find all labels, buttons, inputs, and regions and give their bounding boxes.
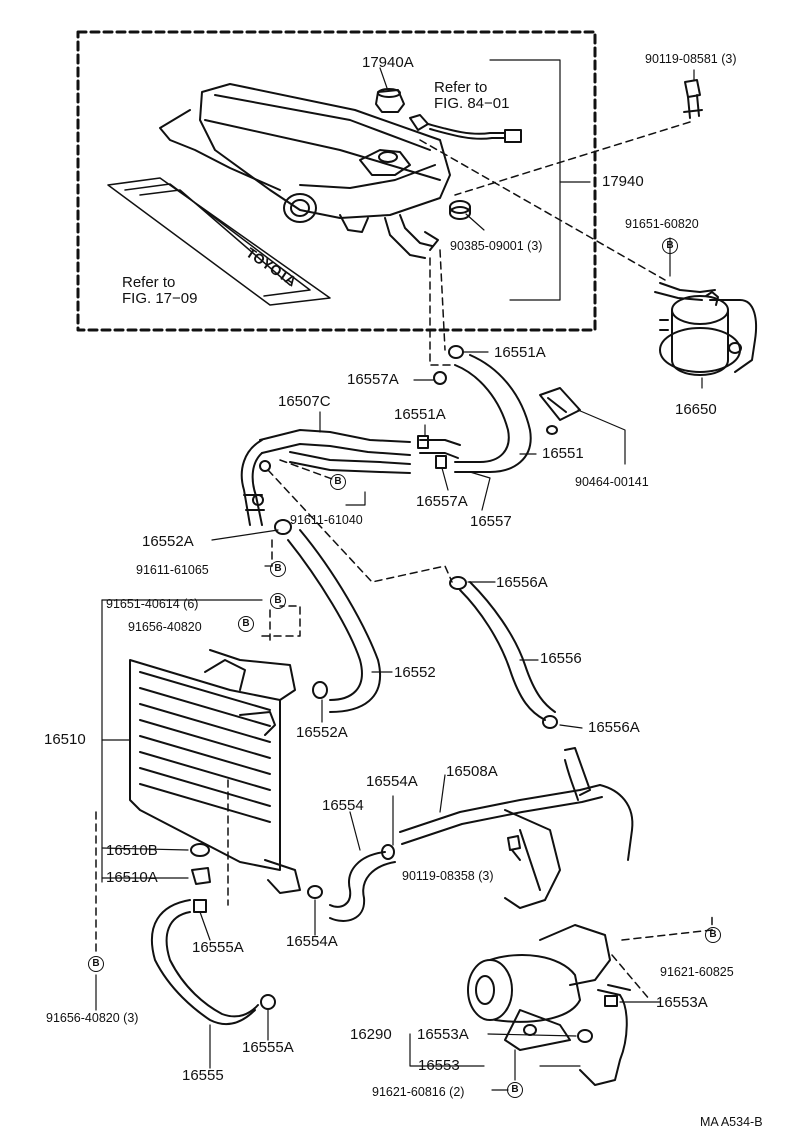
label-16557: 16557 [470, 513, 512, 530]
pipe-16508A [399, 747, 634, 909]
hose-16556 [459, 581, 556, 721]
clip-16551A-top [448, 345, 464, 359]
clip-16557A-top [433, 371, 447, 385]
label-16556A-bot: 16556A [588, 719, 640, 736]
marker-b-91656-40820: B [238, 616, 254, 632]
clip-16554A-top [381, 844, 395, 860]
label-16552A-bot: 16552A [296, 724, 348, 741]
clip-16552A-bot [312, 681, 328, 699]
label-16552A-top: 16552A [142, 533, 194, 550]
leader-lines [95, 59, 703, 1091]
intercooler-16510 [129, 649, 301, 894]
label-16650: 16650 [675, 401, 717, 418]
label-16554A-bot: 16554A [286, 933, 338, 950]
label-16551: 16551 [542, 445, 584, 462]
label-16551A-mid: 16551A [394, 406, 446, 423]
label-17940A: 17940A [362, 54, 414, 71]
marker-b-91656-40820-3: B [88, 956, 104, 972]
label-16553: 16553 [418, 1057, 460, 1074]
bolt-90119-08358 [507, 835, 521, 861]
label-16510B: 16510B [106, 842, 158, 859]
marker-b-91621-60816: B [507, 1082, 523, 1098]
marker-b-91611-61065: B [270, 561, 286, 577]
pipe-16507C [240, 429, 411, 526]
grommet-90385 [449, 200, 471, 220]
bolt-90119-08581 [683, 79, 703, 119]
bracket-90464-00141 [539, 387, 581, 435]
label-16508A: 16508A [446, 763, 498, 780]
label-16554A-top: 16554A [366, 773, 418, 790]
label-16557A-bot: 16557A [416, 493, 468, 510]
label-16557A-top: 16557A [347, 371, 399, 388]
clip-16554A-bot [307, 885, 323, 899]
label-16290: 16290 [350, 1026, 392, 1043]
label-16510: 16510 [44, 731, 86, 748]
label-90464-00141: 90464-00141 [575, 475, 649, 489]
label-90385-09001: 90385-09001 (3) [450, 239, 543, 253]
clip-16557A-bot [435, 455, 447, 469]
label-91621-60816: 91621-60816 (2) [372, 1085, 465, 1099]
label-16554: 16554 [322, 797, 364, 814]
clip-16556A-top [449, 576, 467, 590]
label-16555A-bot: 16555A [242, 1039, 294, 1056]
label-16507C: 16507C [278, 393, 331, 410]
label-16556: 16556 [540, 650, 582, 667]
label-16552: 16552 [394, 664, 436, 681]
marker-b-91621-60825: B [705, 927, 721, 943]
toyota-emblem-plate [107, 177, 331, 306]
vsv-16650 [654, 282, 758, 376]
label-16555: 16555 [182, 1067, 224, 1084]
clip-16551A-mid [417, 435, 429, 449]
ref-fig84-line1: Refer to [434, 79, 488, 96]
clip-16555A-top [193, 899, 207, 913]
label-16556A-top: 16556A [496, 574, 548, 591]
marker-b-91651-60820: B [662, 238, 678, 254]
label-91656-40820-3: 91656-40820 (3) [46, 1011, 139, 1025]
ref-fig84-line2: FIG. 84−01 [434, 95, 510, 112]
emblem-text: TOYOTA [243, 244, 299, 289]
label-91651-60820: 91651-60820 [625, 217, 699, 231]
air-pump-16290 [467, 924, 631, 1086]
label-90119-08358: 90119-08358 (3) [402, 869, 494, 883]
figure-code: MA A534-B [700, 1115, 763, 1129]
sensor-harness [409, 114, 522, 143]
label-17940: 17940 [602, 173, 644, 190]
label-90119-08581: 90119-08581 (3) [645, 52, 737, 66]
marker-b-91611-61040: B [330, 474, 346, 490]
marker-b-91651-40614: B [270, 593, 286, 609]
hose-16552 [287, 529, 381, 713]
label-16553A-left: 16553A [417, 1026, 469, 1043]
label-16510A: 16510A [106, 869, 158, 886]
label-91611-61040: 91611-61040 [290, 513, 363, 527]
clip-16552A-top [274, 519, 292, 535]
clip-16555A-bot [260, 994, 276, 1010]
label-91621-60825: 91621-60825 [660, 965, 734, 979]
hose-16551 [419, 354, 532, 473]
ref-fig17-line1: Refer to [122, 274, 176, 291]
label-91656-40820: 91656-40820 [128, 620, 202, 634]
label-16551A-top: 16551A [494, 344, 546, 361]
clip-16553A-right [604, 995, 618, 1007]
label-91611-61065: 91611-61065 [136, 563, 209, 577]
cap-17940A [375, 88, 405, 113]
label-16555A-top: 16555A [192, 939, 244, 956]
hose-16555 [150, 899, 259, 1026]
hose-16554 [329, 851, 396, 922]
label-16553A-right: 16553A [656, 994, 708, 1011]
inset-box [76, 30, 597, 332]
clip-16556A-bot [542, 715, 558, 729]
ref-fig17-line2: FIG. 17−09 [122, 290, 198, 307]
clip-16553A-left [577, 1029, 593, 1043]
label-91651-40614: 91651-40614 (6) [106, 597, 199, 611]
air-intake-resonator [159, 83, 451, 259]
